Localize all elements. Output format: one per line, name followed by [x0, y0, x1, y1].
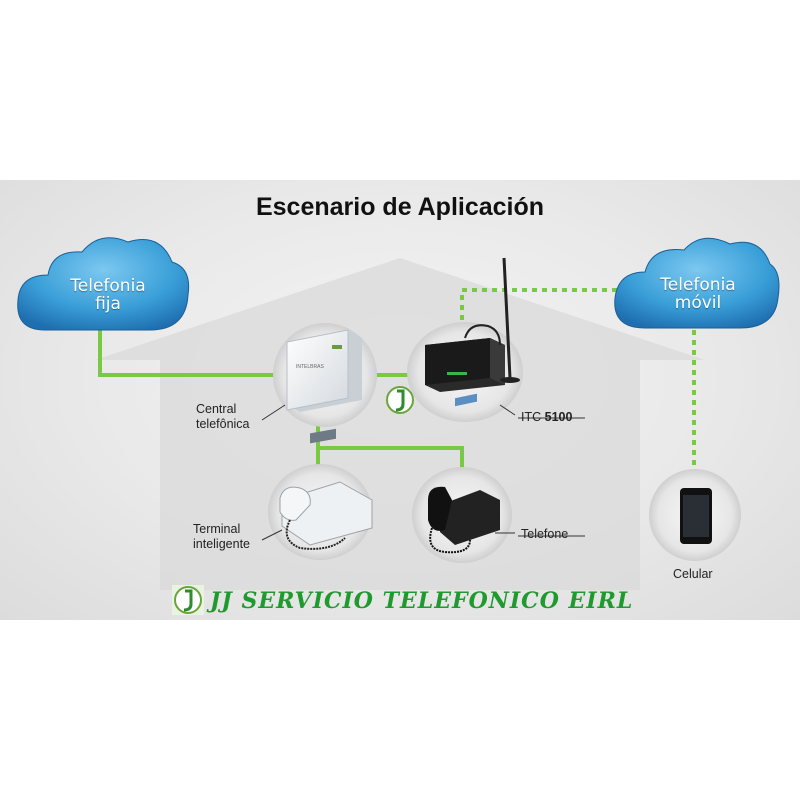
cloud-movil-line2: móvil [674, 293, 722, 313]
label-leaders [261, 404, 585, 541]
itc-label: ITC 5100 [521, 410, 572, 425]
house-silhouette [95, 258, 705, 590]
jj-logo-small-icon [386, 386, 414, 414]
celular-label: Celular [673, 567, 713, 581]
gsm-gateway-icon [407, 257, 523, 422]
pbx-icon: INTELBRAS [273, 323, 377, 427]
cloud-movil-icon [614, 237, 780, 329]
itc-label-model: 5100 [544, 410, 573, 424]
telefone-label: Telefone [521, 527, 569, 541]
jj-logo-icon [172, 585, 204, 615]
terminal-label: Terminal inteligente [193, 522, 250, 552]
cloud-movil-label: Telefonia móvil [638, 276, 758, 312]
central-label: Central telefônica [196, 402, 250, 432]
brand-name: JJ SERVICIO TELEFONICO EIRL [210, 588, 634, 614]
cloud-movil-line1: Telefonia [660, 275, 736, 295]
cloud-fija-line2: fija [95, 294, 121, 314]
dashed-connections [460, 288, 696, 470]
cloud-fija-icon [17, 237, 190, 331]
smartphone-icon [649, 469, 741, 561]
itc-label-text: ITC [521, 410, 542, 424]
solid-connections [98, 325, 464, 470]
terminal-label-line2: inteligente [193, 537, 250, 551]
cloud-fija-line1: Telefonia [70, 276, 146, 296]
desk-phone-icon [268, 428, 373, 560]
cloud-fija-label: Telefonia fija [48, 277, 168, 313]
central-label-line2: telefônica [196, 417, 250, 431]
telephone-icon [412, 393, 512, 563]
central-label-line1: Central [196, 402, 237, 416]
svg-text:INTELBRAS: INTELBRAS [296, 364, 324, 370]
diagram-title: Escenario de Aplicación [255, 193, 545, 221]
terminal-label-line1: Terminal [193, 522, 241, 536]
